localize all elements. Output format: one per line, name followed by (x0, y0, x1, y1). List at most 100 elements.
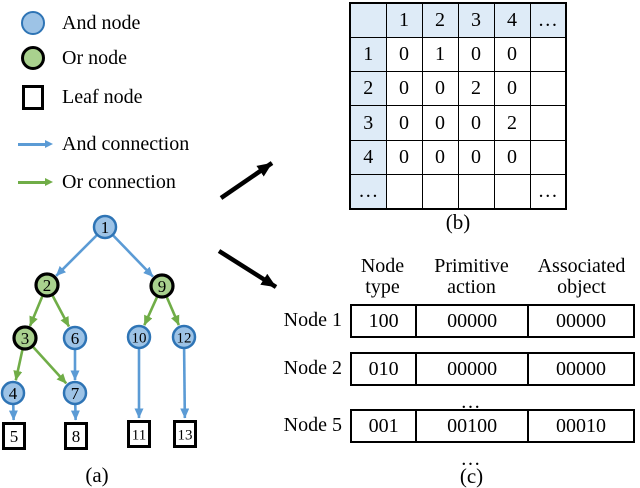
node-table-cell: 00000 (417, 306, 529, 336)
matrix-cell (421, 173, 459, 210)
matrix-cell: 0 (457, 37, 495, 73)
legend-label: And node (62, 11, 141, 34)
node-table-row-label: Node 2 (283, 357, 342, 379)
matrix-cell: … (529, 173, 567, 210)
matrix-cell: 0 (493, 71, 531, 107)
matrix-cell: 0 (421, 71, 459, 107)
matrix-cell: 0 (385, 105, 423, 141)
leaf-node-icon (22, 84, 44, 110)
tree-edge-9-12 (165, 296, 181, 326)
matrix-row: …… (349, 173, 567, 210)
tree-edge-2-6 (51, 295, 71, 328)
tree-node-3: 3 (12, 325, 38, 351)
node-table-cell: 010 (352, 354, 418, 384)
or-node-icon (21, 46, 45, 70)
legend-item-or-node: Or node (13, 44, 127, 72)
matrix-header-cell: … (349, 173, 387, 210)
legend-item-and-node: And node (13, 9, 140, 37)
tree-edge-3-7 (32, 346, 68, 385)
tree-node-label: 13 (178, 427, 193, 443)
caption-b: (b) (445, 210, 471, 234)
tree-node-label: 6 (71, 329, 80, 348)
tree-node-11: 11 (127, 420, 151, 448)
header-line: type (365, 276, 400, 298)
matrix-header-cell: 2 (349, 71, 387, 107)
matrix-cell: 1 (421, 37, 459, 73)
node-table-row-label: Node 5 (283, 414, 342, 436)
arrow-to-node-table (217, 249, 278, 289)
node-table-cell: 00010 (556, 414, 606, 437)
tree-node-label: 5 (10, 427, 19, 446)
node-table-cell: 00100 (417, 411, 529, 441)
header-line: Primitive (434, 255, 509, 277)
legend-item-and-connection: And connection (13, 130, 189, 158)
matrix-cell (529, 105, 567, 141)
matrix-cell (493, 173, 531, 210)
tree-node-2: 2 (34, 272, 60, 298)
tree-node-1: 1 (92, 214, 118, 240)
tree-node-12: 12 (171, 324, 197, 350)
node-table-cell: 100 (352, 306, 418, 336)
legend-item-or-connection: Or connection (13, 168, 176, 196)
matrix-cell: 2 (457, 71, 495, 107)
tree-node-6: 6 (62, 325, 88, 351)
matrix-cell: 0 (421, 139, 459, 175)
caption-a: (a) (85, 463, 109, 487)
matrix-header-cell: 1 (349, 37, 387, 73)
tree-node-label: 10 (132, 330, 147, 346)
tree-node-label: 3 (21, 329, 30, 348)
matrix-header-cell (349, 2, 387, 39)
matrix-cell: 0 (493, 139, 531, 175)
tree-node-label: 12 (177, 330, 192, 346)
node-table-ellipsis: … (460, 448, 483, 470)
node-table-cell: 00000 (556, 309, 606, 332)
legend-label: Leaf node (62, 85, 143, 108)
matrix-header-cell: 4 (349, 139, 387, 175)
matrix-cell (385, 173, 423, 210)
legend-item-leaf-node: Leaf node (13, 83, 143, 111)
tree-node-label: 8 (72, 427, 81, 446)
legend: And node Or node Leaf node And connectio… (0, 0, 230, 210)
matrix-cell: 0 (421, 105, 459, 141)
matrix-cell: 0 (385, 71, 423, 107)
tree-node-label: 7 (71, 384, 80, 403)
matrix-header-cell: 4 (493, 2, 531, 39)
tree-node-label: 1 (101, 218, 110, 237)
and-connection-arrow-icon (18, 140, 53, 148)
matrix-cell: 0 (385, 139, 423, 175)
arrow-to-matrix (219, 161, 274, 200)
tree-node-10: 10 (126, 324, 152, 350)
tree-node-4: 4 (0, 380, 26, 406)
tree-edge-12-13 (180, 348, 190, 419)
tree-node-label: 4 (9, 384, 18, 403)
legend-label: Or node (62, 46, 127, 69)
tree-node-label: 9 (158, 277, 167, 296)
matrix-header-cell: … (529, 2, 567, 39)
matrix-cell (529, 37, 567, 73)
matrix-cell (529, 139, 567, 175)
matrix-header-cell: 3 (349, 105, 387, 141)
legend-label: And connection (62, 132, 190, 155)
matrix-header-cell: 1 (385, 2, 423, 39)
matrix-header-cell: 2 (421, 2, 459, 39)
header-line: action (447, 276, 496, 298)
and-node-icon (21, 11, 45, 35)
matrix-cell (529, 71, 567, 107)
tree-edge-9-10 (143, 296, 159, 326)
tree-edge-1-2 (55, 234, 98, 277)
matrix-cell (457, 173, 495, 210)
tree-edge-2-3 (28, 295, 44, 327)
header-line: Associated (537, 255, 626, 277)
